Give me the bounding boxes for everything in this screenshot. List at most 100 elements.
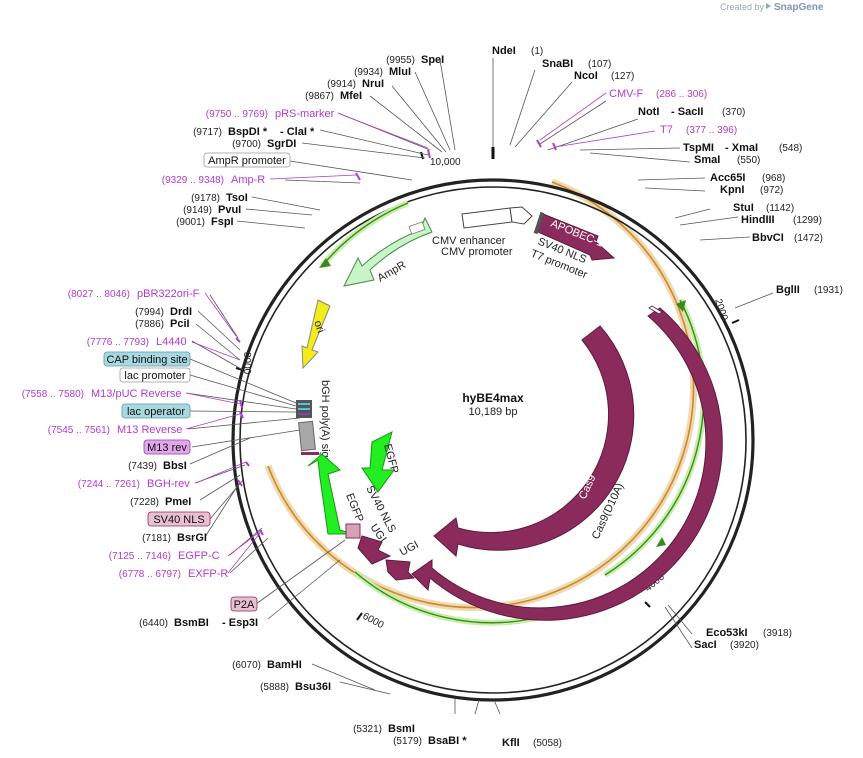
site-number: (1299) xyxy=(793,215,822,226)
primer-name: BGH-rev xyxy=(147,478,190,490)
site-number: (9955) xyxy=(386,55,415,66)
orf-left-head-icon xyxy=(319,258,331,268)
site-name: KflI xyxy=(502,737,520,749)
site-number: (1472) xyxy=(794,233,823,244)
plasmid-name: hyBE4max xyxy=(462,391,524,405)
ugi-outer-label: UGI xyxy=(398,539,421,559)
site-name: BspDI * xyxy=(228,126,268,138)
enzyme-labels-left: (9750 .. 9769) pRS-marker (9717) BspDI *… xyxy=(22,108,335,629)
ugi-arrow-2 xyxy=(385,559,416,581)
site-number: (1142) xyxy=(766,203,794,214)
primer-name: T7 xyxy=(660,124,673,136)
site-name: DrdI xyxy=(170,306,192,318)
egfp-outer-arrow xyxy=(307,453,353,535)
orf-left xyxy=(321,202,409,267)
cas9-d10a-arrow xyxy=(411,307,723,621)
primer-range: (7545 .. 7561) xyxy=(48,425,110,436)
primer-leaders xyxy=(185,92,656,574)
enzyme-labels-top-right: NdeI (1) SnaBI (107) NcoI (127) CMV-F (2… xyxy=(492,45,843,296)
orf-bottom xyxy=(354,571,549,624)
scale-6000: 6000 xyxy=(361,611,386,631)
bgh-polya-box xyxy=(298,420,316,452)
primer-name: EGFP-C xyxy=(178,550,220,562)
site-name: NruI xyxy=(362,78,384,90)
lac-operator-tag xyxy=(121,403,191,419)
site-name: Acc65I xyxy=(710,172,745,184)
site-name: SgrDI xyxy=(267,138,296,150)
primer-name: M13/pUC Reverse xyxy=(91,388,181,400)
primer-range: (9750 .. 9769) xyxy=(206,109,268,120)
tick-4000 xyxy=(644,601,651,608)
sv40-nls-marker xyxy=(533,211,545,235)
cmv-promoter-arrow xyxy=(509,206,533,225)
primer-name: Amp-R xyxy=(231,174,265,186)
site-number: (7228) xyxy=(130,497,159,508)
orf-right xyxy=(604,299,705,576)
site-name: BsaBI * xyxy=(428,735,467,747)
site-name: BamHI xyxy=(267,659,302,671)
site-number: (968) xyxy=(762,173,785,184)
feature-box-label: lac promoter xyxy=(124,370,185,382)
watermark-brand: SnapGene xyxy=(774,2,824,13)
ampr-arrow xyxy=(343,216,433,287)
sv40-nls-tag xyxy=(147,511,211,527)
watermark-created-by: Created by xyxy=(720,2,765,12)
p2a-tag xyxy=(230,596,258,612)
site-name: PciI xyxy=(170,318,190,330)
orf-ring xyxy=(267,181,695,609)
primer-range: (7558 .. 7580) xyxy=(22,389,84,400)
site-number: (127) xyxy=(611,71,634,82)
site-number: (5888) xyxy=(260,682,289,693)
primer-name: M13 Reverse xyxy=(117,424,182,436)
site-name: NdeI xyxy=(492,45,516,57)
feature-box-label: AmpR promoter xyxy=(208,155,286,167)
orf-right-head2-icon xyxy=(656,537,666,547)
site-number: (550) xyxy=(737,155,760,166)
site-number: (370) xyxy=(722,107,745,118)
bgh-polya-label: bGH poly(A) signal xyxy=(319,380,331,472)
site-number: (7439) xyxy=(128,461,157,472)
site-number: (6070) xyxy=(232,660,261,671)
site-number: (9867) xyxy=(305,91,334,102)
site-name: BglII xyxy=(776,284,800,296)
site-name: MfeI xyxy=(340,90,362,102)
feature-box-label: P2A xyxy=(234,599,255,611)
primer-range: (9329 .. 9348) xyxy=(162,175,224,186)
site-name: TsoI xyxy=(226,192,248,204)
site-name-2: - XmaI xyxy=(725,142,758,154)
snapgene-watermark: Created by SnapGene xyxy=(720,2,824,13)
site-number: (548) xyxy=(779,143,802,154)
ori-label: ori xyxy=(311,319,326,335)
ugi-arrow-1 xyxy=(357,535,392,565)
scale-8000: 8000 xyxy=(241,352,252,375)
feature-box-label: CAP binding site xyxy=(106,354,187,366)
sv40-nls-small xyxy=(301,452,319,455)
site-number: (1931) xyxy=(814,285,843,296)
site-name: Bsu36I xyxy=(295,681,331,693)
primer-range: (7244 .. 7261) xyxy=(78,479,140,490)
site-number: (9001) xyxy=(176,217,205,228)
site-name: BsrGI xyxy=(177,532,207,544)
site-number: (9717) xyxy=(193,127,222,138)
primer-marks xyxy=(235,139,557,536)
m13-rev-tag xyxy=(143,439,191,455)
site-number: (9178) xyxy=(191,193,220,204)
feature-box-label: SV40 NLS xyxy=(153,514,204,526)
primer-name: pBR322ori-F xyxy=(137,288,200,300)
primer-range: (7776 .. 7793) xyxy=(87,337,149,348)
lac-element-stripe-1 xyxy=(298,403,310,405)
tick-2000 xyxy=(731,319,740,324)
site-number: (972) xyxy=(760,185,783,196)
site-name: PvuI xyxy=(218,204,241,216)
enzyme-labels-bottom: (6070) BamHI (5888) Bsu36I (5321) BsmI (… xyxy=(232,627,792,749)
primer-name: EXFP-R xyxy=(188,568,228,580)
site-name: PmeI xyxy=(165,496,191,508)
site-number: (6440) xyxy=(139,618,168,629)
cmv-enhancer-label: CMV enhancer xyxy=(432,235,506,247)
site-name: SpeI xyxy=(421,54,444,66)
primer-range: (7125 .. 7146) xyxy=(109,551,171,562)
primer-name: pRS-marker xyxy=(275,108,335,120)
lac-element-stripe-2 xyxy=(298,408,310,410)
site-name: NcoI xyxy=(574,70,598,82)
site-name: StuI xyxy=(733,202,754,214)
